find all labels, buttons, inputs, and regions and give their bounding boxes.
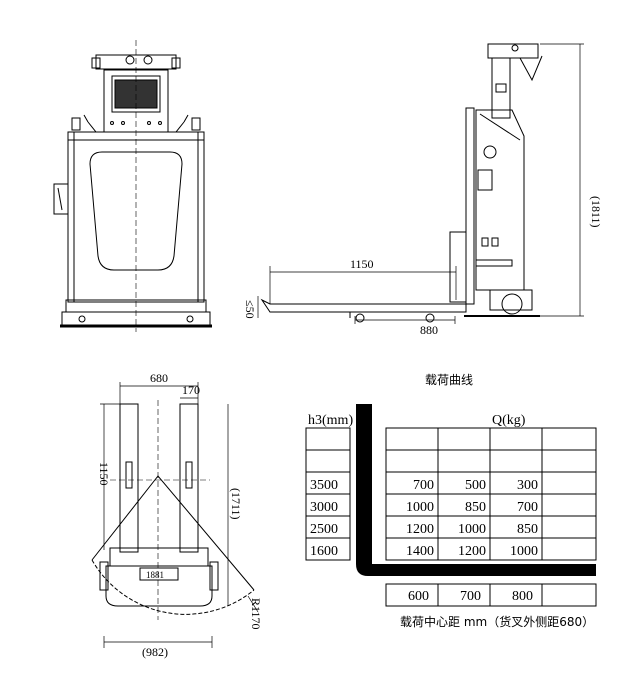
center-cell: 700 bbox=[460, 589, 481, 604]
q-cell: 1400 bbox=[406, 544, 434, 559]
load-chart-rows: 3500 700 500 300 3000 1000 850 700 2500 1200 1000 8… bbox=[310, 478, 538, 559]
dim-width: 680 bbox=[150, 371, 168, 385]
side-dimensions bbox=[257, 43, 584, 324]
top-view bbox=[91, 400, 255, 620]
h3-cell: 3500 bbox=[310, 478, 338, 493]
load-chart-title: 载荷曲线 bbox=[425, 373, 473, 387]
dim-wheelbase: 880 bbox=[420, 323, 438, 337]
load-chart-grid bbox=[305, 427, 597, 607]
q-cell: 1000 bbox=[406, 500, 434, 515]
h3-cell: 1600 bbox=[310, 544, 338, 559]
dim-overall-width: (982) bbox=[142, 645, 168, 659]
q-cell: 1000 bbox=[458, 522, 486, 537]
top-dimensions bbox=[100, 382, 259, 648]
dim-fork-length: 1150 bbox=[97, 462, 111, 486]
q-label: Q(kg) bbox=[492, 413, 526, 428]
h3-cell: 2500 bbox=[310, 522, 338, 537]
side-view bbox=[260, 43, 543, 323]
dim-fork-height: ≤50 bbox=[243, 300, 257, 319]
q-cell: 300 bbox=[517, 478, 538, 493]
dim-total-length: (1711) bbox=[229, 488, 243, 520]
dim-height-total: (1811) bbox=[589, 196, 603, 228]
q-cell: 850 bbox=[517, 522, 538, 537]
front-view bbox=[53, 40, 212, 332]
load-chart-footer: 载荷中心距 mm（货叉外侧距680） bbox=[400, 614, 594, 629]
display-text: 1881 bbox=[146, 570, 164, 580]
h3-cell: 3000 bbox=[310, 500, 338, 515]
dim-length: 1150 bbox=[350, 257, 374, 271]
dim-offset: 170 bbox=[182, 383, 200, 397]
q-cell: 850 bbox=[465, 500, 486, 515]
q-cell: 1200 bbox=[458, 544, 486, 559]
center-cell: 600 bbox=[408, 589, 429, 604]
q-cell: 700 bbox=[413, 478, 434, 493]
q-cell: 1200 bbox=[406, 522, 434, 537]
center-cell: 800 bbox=[512, 589, 533, 604]
q-cell: 500 bbox=[465, 478, 486, 493]
q-cell: 700 bbox=[517, 500, 538, 515]
h3-label: h3(mm) bbox=[308, 413, 353, 428]
dim-turn-radius: R1170 bbox=[249, 598, 263, 630]
q-cell: 1000 bbox=[510, 544, 538, 559]
